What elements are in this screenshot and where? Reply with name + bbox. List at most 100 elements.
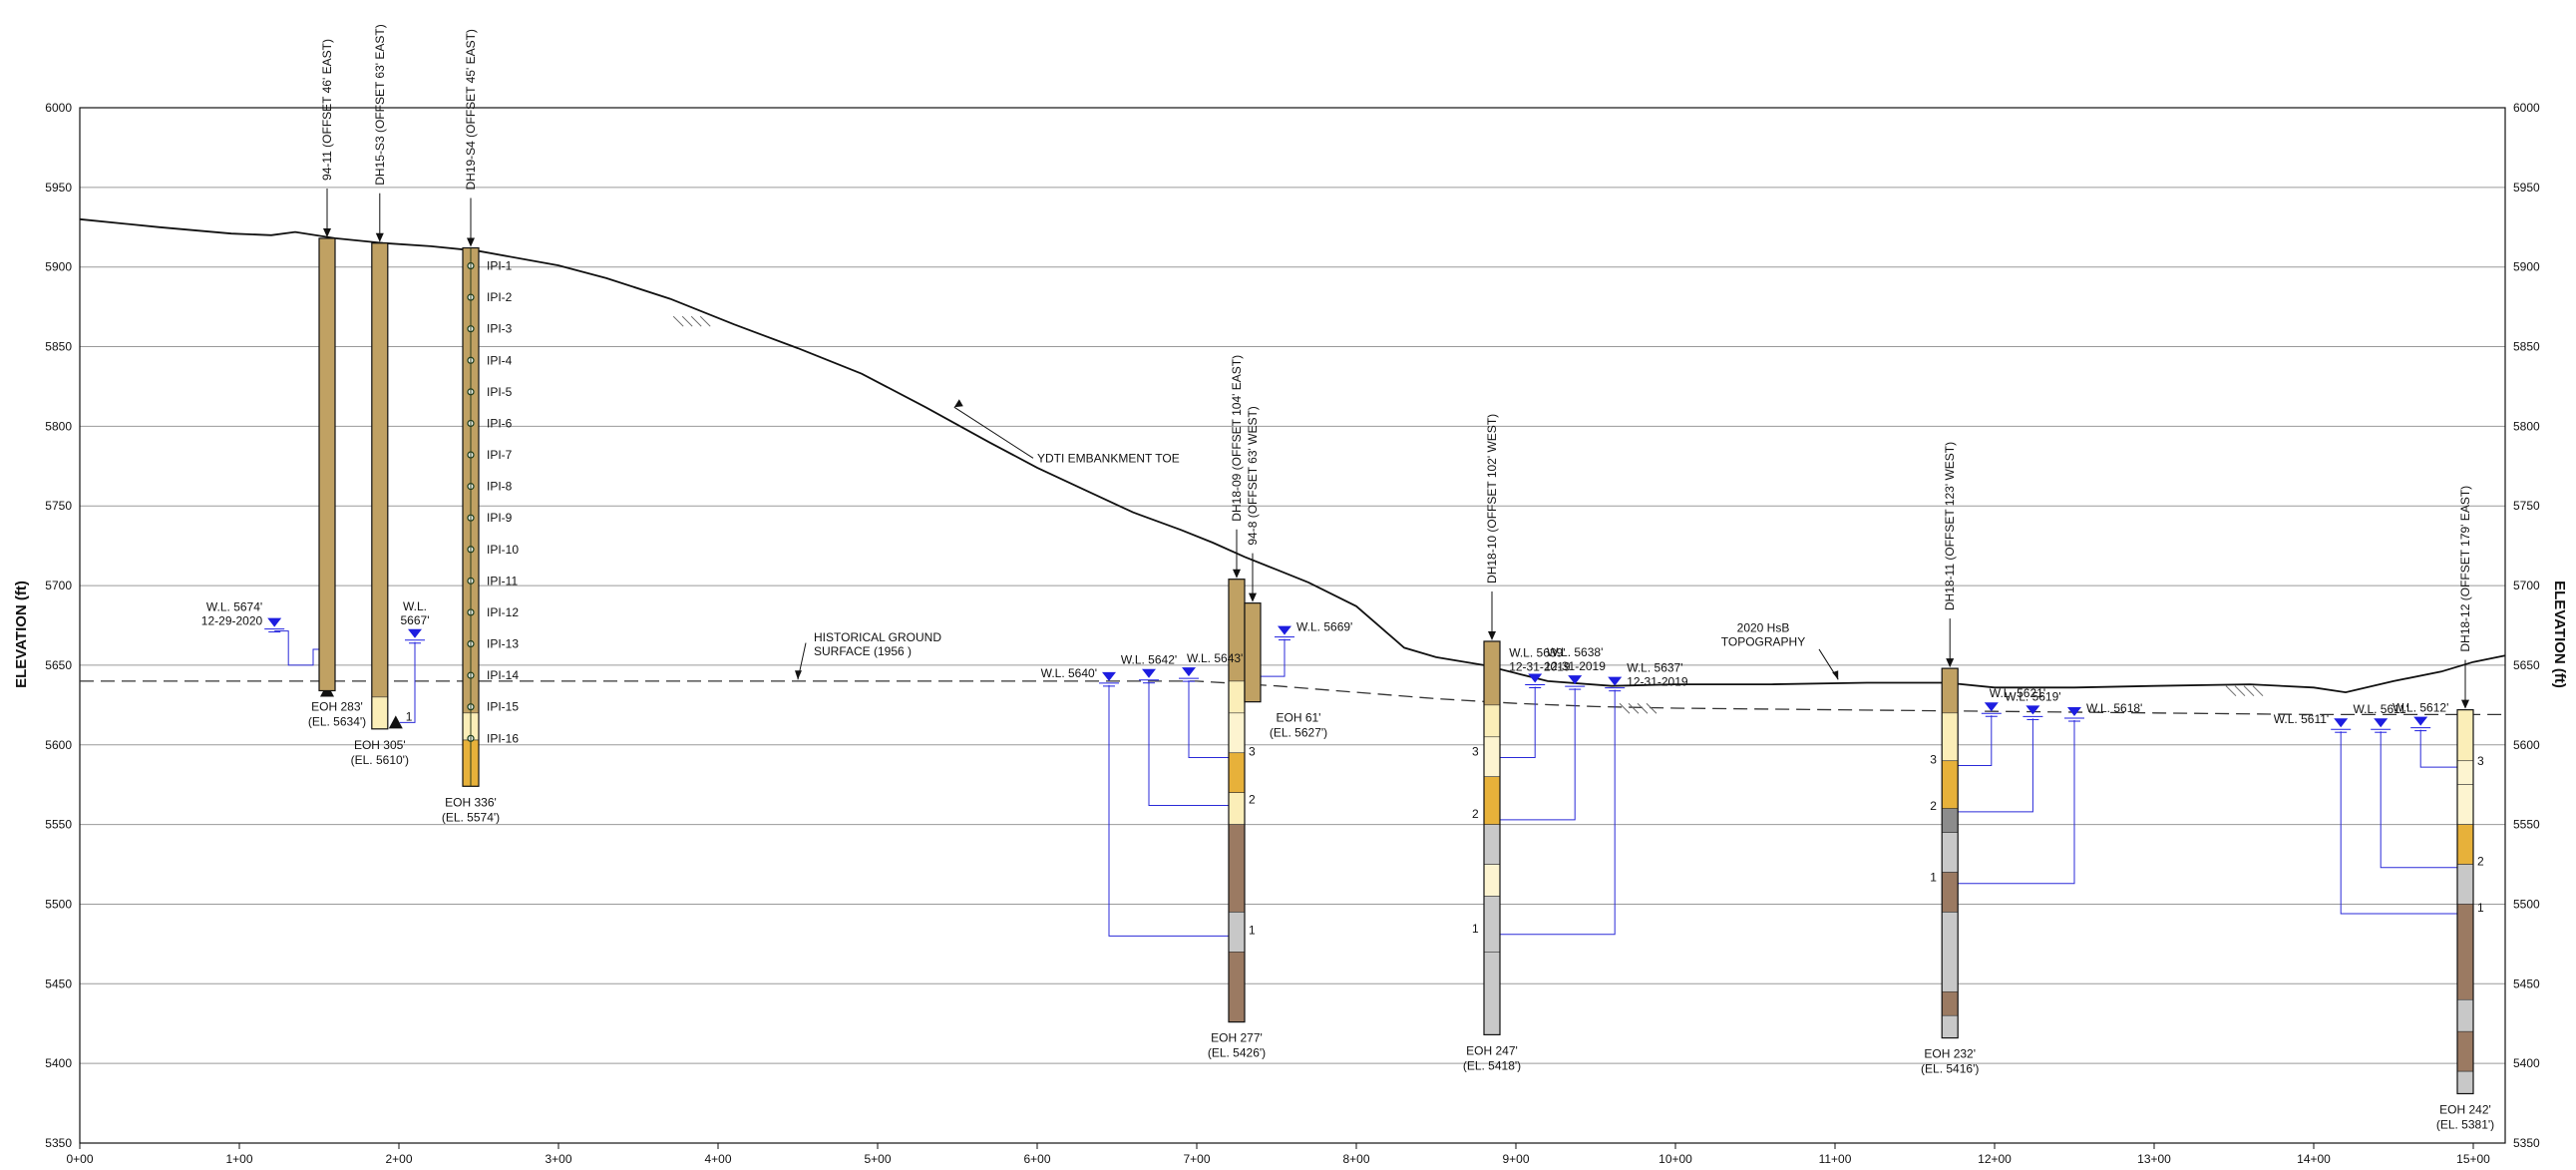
leader-arrowhead xyxy=(795,670,802,680)
soil-layer xyxy=(1228,680,1246,714)
y-tick-label-right: 5950 xyxy=(2513,181,2540,195)
y-tick-label-right: 5750 xyxy=(2513,499,2540,513)
soil-layer xyxy=(1228,792,1246,825)
soil-layer xyxy=(1941,832,1959,873)
water-level-icon xyxy=(2067,707,2081,717)
soil-layer xyxy=(1483,736,1501,778)
soil-layer xyxy=(2456,904,2474,1000)
soil-layer xyxy=(2456,709,2474,762)
y-tick-label-left: 5500 xyxy=(45,897,72,911)
water-level-4: W.L. 5643' xyxy=(1179,651,1243,682)
y-tick-label-right: 5800 xyxy=(2513,419,2540,433)
water-level-label: W.L. 5619' xyxy=(2005,689,2060,703)
historical-label-text: HISTORICAL GROUND xyxy=(814,630,941,644)
y-tick-label-left: 5800 xyxy=(45,419,72,433)
ipi-label: IPI-7 xyxy=(487,448,513,462)
borehole-name: DH18-09 (OFFSET 104' EAST) xyxy=(1230,355,1244,522)
y-tick-label-left: 5450 xyxy=(45,976,72,990)
y-tick-label-right: 5350 xyxy=(2513,1136,2540,1150)
soil-layer xyxy=(1483,824,1501,865)
water-level-label: W.L. 5618' xyxy=(2086,701,2142,715)
x-tick-label: 5+00 xyxy=(864,1152,891,1166)
piezometer-number: 2 xyxy=(2477,855,2484,869)
soil-layer xyxy=(1483,776,1501,825)
leader-arrowhead xyxy=(1488,630,1496,640)
x-tick-label: 9+00 xyxy=(1502,1152,1529,1166)
leader-arrowhead xyxy=(1233,569,1241,579)
y-tick-label-left: 5850 xyxy=(45,340,72,354)
water-level-5: W.L. 5669' xyxy=(1275,620,1352,641)
x-tick-label: 8+00 xyxy=(1342,1152,1369,1166)
water-level-label: W.L. 5674' xyxy=(206,600,262,614)
soil-layer xyxy=(1941,667,1959,714)
water-level-label: W.L. 5642' xyxy=(1121,653,1177,667)
water-level-icon xyxy=(1278,625,1291,635)
piezometer-9: 3 xyxy=(1930,715,1993,772)
water-level-label: W.L. 5637' xyxy=(1627,661,1682,675)
ipi-label: IPI-15 xyxy=(487,700,519,714)
eoh-depth: EOH 305' xyxy=(354,738,406,752)
leader-arrowhead xyxy=(375,232,384,242)
topography-line xyxy=(79,217,2506,694)
piezometer-lead xyxy=(1500,689,1616,936)
borehole-column xyxy=(318,237,336,692)
plot-frame xyxy=(79,107,2506,1144)
piezometer-number: 1 xyxy=(1249,923,1256,937)
water-level-icon xyxy=(2334,718,2349,728)
ground-hatch xyxy=(2225,685,2237,697)
water-level-label: W.L. 5639' xyxy=(1509,645,1565,659)
piezometer-lead xyxy=(399,641,416,723)
leader-arrowhead xyxy=(2461,699,2469,709)
piezometer-lead xyxy=(1958,720,2075,885)
water-level-6: W.L. 5639'12-31-2019 xyxy=(1509,645,1571,688)
eoh-elevation: (EL. 5381') xyxy=(2436,1117,2494,1131)
eoh-depth: EOH 336' xyxy=(445,795,497,809)
water-level-label: 12-31-2019 xyxy=(1627,675,1688,689)
soil-layer xyxy=(1941,990,1959,1016)
x-tick-label: 15+00 xyxy=(2456,1152,2490,1166)
borehole-column xyxy=(1941,667,1959,1039)
soil-layer xyxy=(2456,824,2474,865)
water-level-icon xyxy=(1608,676,1623,686)
y-tick-label-right: 5900 xyxy=(2513,260,2540,274)
water-level-label: W.L. 5638' xyxy=(1547,645,1603,659)
soil-layer xyxy=(2456,1070,2474,1094)
soil-layer xyxy=(1228,752,1246,793)
water-level-icon xyxy=(1984,702,1999,712)
eoh-elevation: (EL. 5627') xyxy=(1270,726,1327,740)
water-level-label: 12-29-2020 xyxy=(201,614,263,628)
piezometer-lead xyxy=(2380,731,2457,869)
soil-layer xyxy=(318,237,336,691)
piezometer-lead xyxy=(1261,638,1286,677)
leader-arrowhead xyxy=(467,237,475,247)
y-tick-label-left: 5550 xyxy=(45,818,72,832)
borehole-6: DH18-11 (OFFSET 123' WEST)EOH 232'(EL. 5… xyxy=(1921,442,1979,1076)
x-tick-label: 6+00 xyxy=(1023,1152,1050,1166)
embankment-label-text: YDTI EMBANKMENT TOE xyxy=(1037,451,1180,465)
y-tick-label-left: 5900 xyxy=(45,260,72,274)
eoh-elevation: (EL. 5418') xyxy=(1463,1058,1521,1072)
soil-layer xyxy=(1228,952,1246,1022)
water-level-8: W.L. 5637'12-31-2019 xyxy=(1605,661,1688,692)
soil-layer xyxy=(1228,912,1246,953)
piezometer-lead xyxy=(1958,718,2033,813)
eoh-depth: EOH 242' xyxy=(2439,1102,2491,1116)
water-level-icon xyxy=(2413,716,2428,726)
piezometer-lead xyxy=(1500,688,1576,821)
soil-layer xyxy=(1941,808,1959,833)
piezometer-6: 3 xyxy=(1472,686,1536,764)
ipi-label: IPI-8 xyxy=(487,480,513,494)
piezometer-number: 1 xyxy=(1472,922,1479,936)
piezometer-number: 1 xyxy=(2477,901,2484,915)
x-tick-label: 1+00 xyxy=(225,1152,252,1166)
water-level-13: W.L. 5611' xyxy=(2353,702,2408,733)
piezometer-number: 2 xyxy=(1472,807,1479,821)
borehole-4: 94-8 (OFFSET 63' WEST)EOH 61'(EL. 5627') xyxy=(1244,406,1327,740)
ground-hatch xyxy=(1628,702,1640,714)
water-level-icon xyxy=(408,628,422,638)
y-axis-label-right: ELEVATION (ft) xyxy=(2551,581,2568,688)
